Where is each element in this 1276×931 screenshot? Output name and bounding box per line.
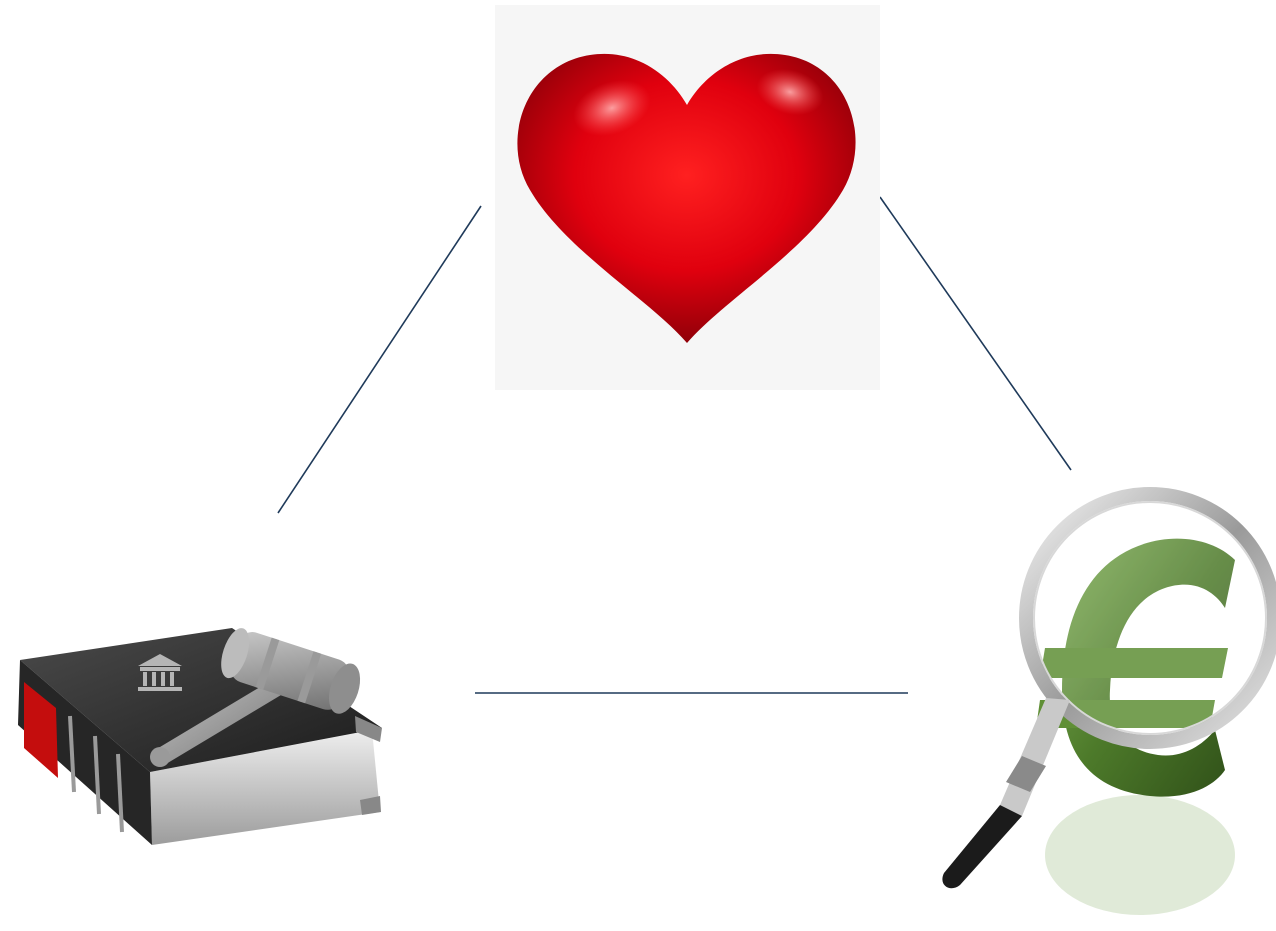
connector-love-money bbox=[880, 197, 1071, 470]
euro-magnifier-icon bbox=[942, 494, 1274, 915]
connector-law-love bbox=[278, 206, 481, 513]
heart-icon bbox=[495, 5, 880, 390]
law-book-gavel-icon bbox=[18, 625, 382, 845]
